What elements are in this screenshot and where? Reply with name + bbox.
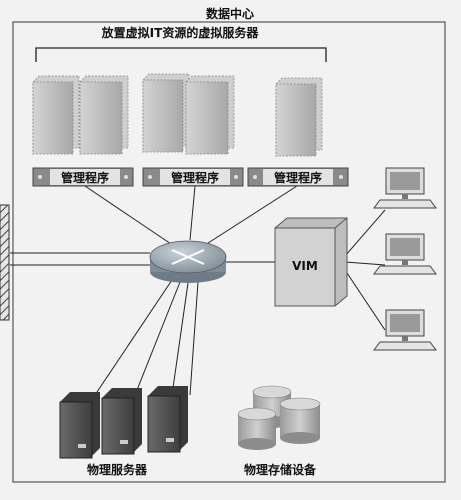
hypervisor-label: 管理程序 — [274, 170, 322, 185]
diagram-title: 数据中心 — [206, 6, 254, 21]
hypervisor-2: 管理程序 — [142, 167, 244, 187]
data-center-frame — [12, 21, 446, 483]
physical-server-icon — [59, 392, 100, 459]
vim-box: VIM — [274, 217, 348, 307]
virtual-servers-caption: 放置虚拟IT资源的虚拟服务器 — [101, 25, 260, 40]
hypervisor-label: 管理程序 — [171, 170, 219, 185]
virtual-server-group-2 — [142, 73, 235, 155]
workstation-icon — [373, 309, 437, 351]
virtual-server-group-1 — [32, 75, 129, 155]
router-icon — [149, 240, 227, 283]
physical-servers: 物理服务器 — [59, 386, 188, 477]
virtual-server-icon — [79, 75, 129, 155]
hypervisor-label: 管理程序 — [61, 170, 109, 185]
virtual-server-icon — [185, 75, 235, 155]
workstation-icon — [373, 167, 437, 209]
physical-servers-label: 物理服务器 — [87, 462, 148, 477]
workstation-icon — [373, 233, 437, 275]
storage-cylinder-icon — [237, 407, 277, 450]
virtual-server-icon — [142, 73, 190, 153]
storage-cylinder-icon — [279, 397, 321, 444]
physical-storage-label: 物理存储设备 — [244, 462, 317, 477]
physical-storage: 物理存储设备 — [237, 385, 321, 477]
physical-server-icon — [101, 388, 142, 455]
virtual-server-icon — [32, 75, 80, 155]
physical-server-icon — [147, 386, 188, 453]
hypervisor-3: 管理程序 — [247, 167, 349, 187]
connection-lines — [10, 185, 386, 396]
virtual-server-group-3 — [275, 77, 323, 157]
hypervisor-1: 管理程序 — [32, 167, 134, 187]
virtual-server-icon — [275, 77, 323, 157]
vim-label: VIM — [292, 259, 318, 273]
firewall-icon — [0, 204, 10, 321]
virtual-servers-bracket — [35, 47, 327, 62]
